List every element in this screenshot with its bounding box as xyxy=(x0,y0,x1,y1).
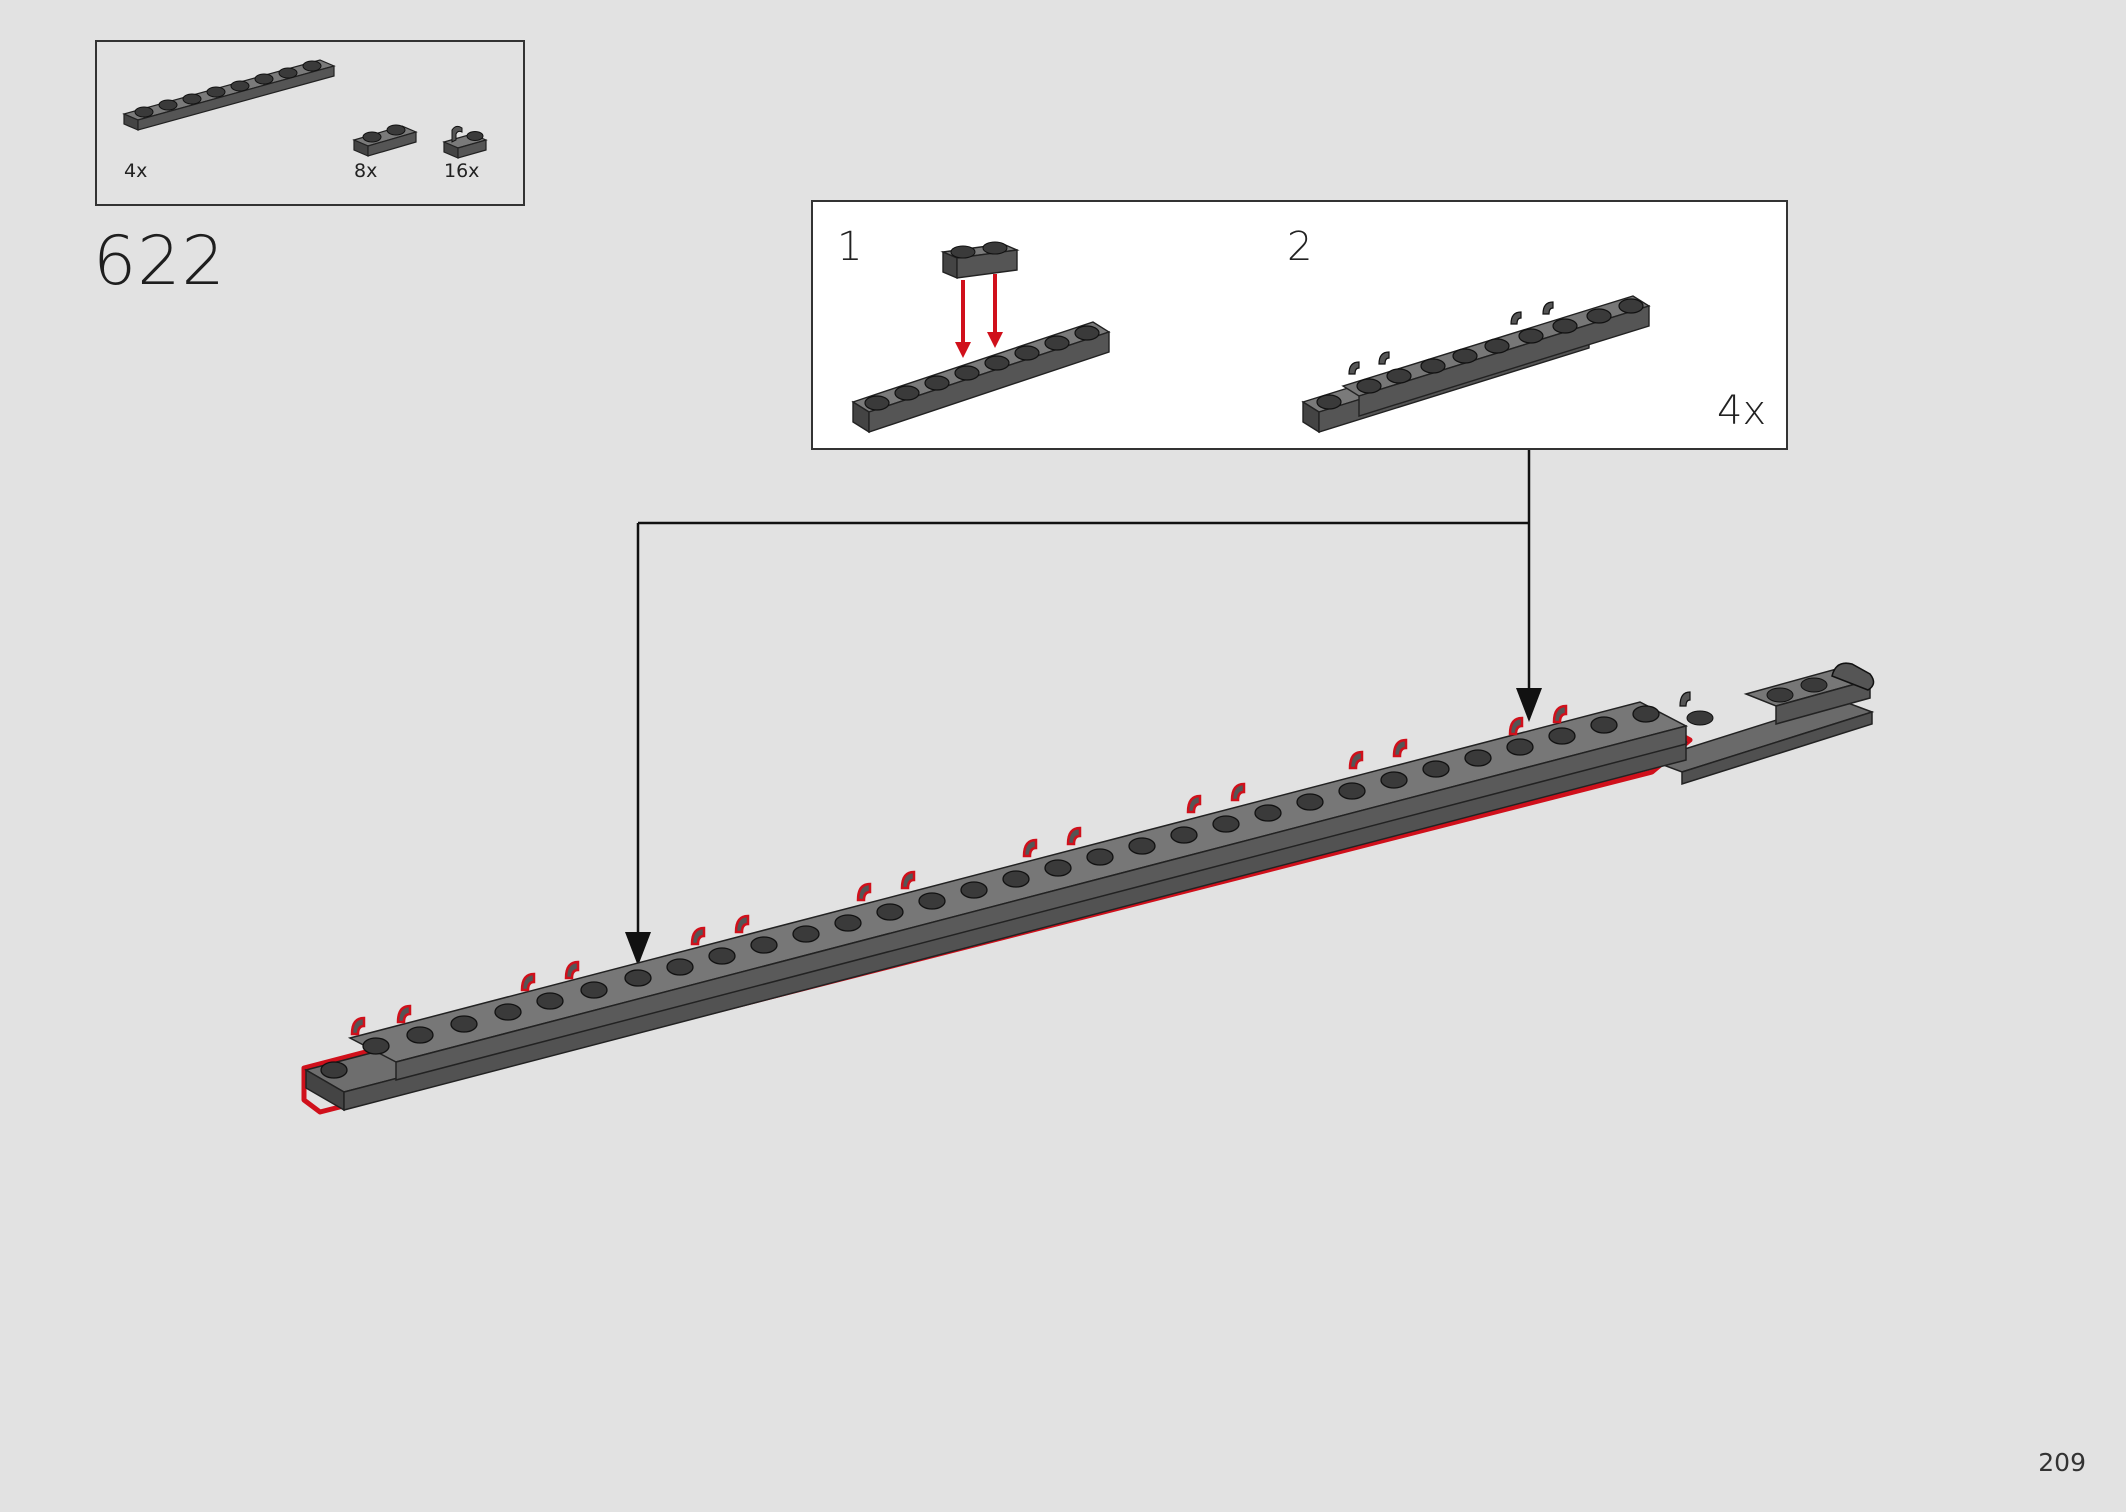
plate-1x8-icon xyxy=(122,59,336,131)
step-number: 622 xyxy=(93,222,226,301)
arrow-right-target xyxy=(1516,688,1542,722)
existing-assembly-end xyxy=(1647,662,1875,786)
parts-list-box: 4x 8x 16x xyxy=(95,40,525,206)
page-number: 209 xyxy=(2038,1448,2086,1477)
sub-step-1-illustration xyxy=(851,241,1111,434)
assembly-studs xyxy=(320,705,1660,1079)
plate-1x2-icon xyxy=(352,124,418,157)
sub-build-multiplier: 4x xyxy=(1717,388,1767,434)
base-plate-1x8 xyxy=(851,321,1111,434)
sub-step-2-label: 2 xyxy=(1287,224,1313,270)
sub-step-1-label: 1 xyxy=(837,224,863,270)
floating-plate-1x2 xyxy=(940,241,1020,280)
qty-plate-clip: 16x xyxy=(444,160,480,182)
qty-plate-1x2: 8x xyxy=(354,160,378,182)
qty-plate-1x8: 4x xyxy=(124,160,148,182)
arrow-left-target xyxy=(625,932,651,966)
assembly-clips xyxy=(350,704,1568,1036)
long-plate-assembly xyxy=(304,701,1689,1112)
placement-arrows xyxy=(955,274,1003,358)
sub-build-box: 1 2 4x xyxy=(811,200,1788,450)
sub-step-2-illustration xyxy=(1301,295,1651,434)
plate-clip-icon xyxy=(442,125,488,159)
